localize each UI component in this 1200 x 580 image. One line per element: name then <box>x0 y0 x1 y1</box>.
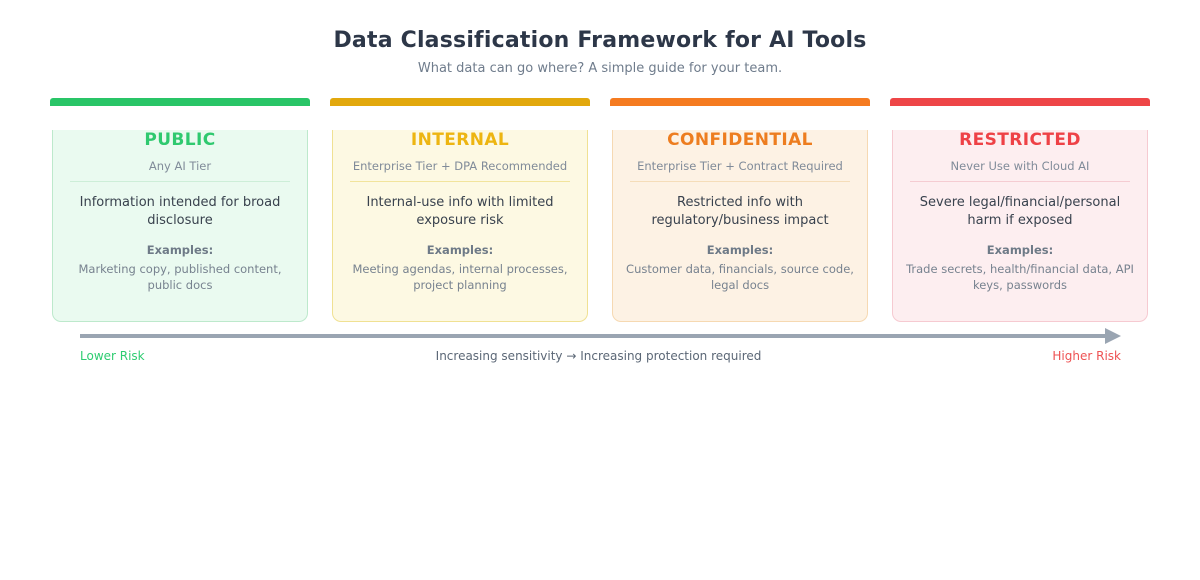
card-body: INTERNAL Enterprise Tier + DPA Recommend… <box>332 130 588 322</box>
card-tier-label: Any AI Tier <box>148 159 212 173</box>
page-title: Data Classification Framework for AI Too… <box>333 28 867 53</box>
card-examples: Marketing copy, published content, publi… <box>78 262 282 292</box>
card-tier-label: Enterprise Tier + Contract Required <box>637 159 843 173</box>
card-body: CONFIDENTIAL Enterprise Tier + Contract … <box>612 130 868 322</box>
arrow-right-icon <box>1105 328 1121 344</box>
risk-axis-line <box>80 334 1105 338</box>
card-accent-bar <box>330 98 590 106</box>
card-title: INTERNAL <box>410 130 510 150</box>
card-divider <box>70 181 290 182</box>
card-public: PUBLIC Any AI Tier Information intended … <box>50 98 310 322</box>
card-title: CONFIDENTIAL <box>667 130 813 150</box>
card-description: Severe legal/financial/personal harm if … <box>919 195 1121 228</box>
card-title: PUBLIC <box>144 130 216 150</box>
card-divider <box>350 181 570 182</box>
card-accent-bar <box>610 98 870 106</box>
card-description: Restricted info with regulatory/business… <box>651 195 829 228</box>
card-tier-label: Enterprise Tier + DPA Recommended <box>352 159 568 173</box>
card-examples: Trade secrets, health/financial data, AP… <box>906 262 1134 292</box>
card-examples-label: Examples: <box>706 243 774 257</box>
card-examples-label: Examples: <box>146 243 214 257</box>
page-subtitle: What data can go where? A simple guide f… <box>417 61 783 76</box>
card-examples-label: Examples: <box>426 243 494 257</box>
risk-axis-caption: Increasing sensitivity → Increasing prot… <box>435 349 762 363</box>
card-description: Internal-use info with limited exposure … <box>366 195 554 228</box>
card-restricted: RESTRICTED Never Use with Cloud AI Sever… <box>890 98 1150 322</box>
card-accent-bar <box>890 98 1150 106</box>
card-divider <box>630 181 850 182</box>
card-accent-bar <box>50 98 310 106</box>
card-description: Information intended for broad disclosur… <box>79 195 281 228</box>
risk-axis: Lower Risk Increasing sensitivity → Incr… <box>80 328 1121 364</box>
card-body: RESTRICTED Never Use with Cloud AI Sever… <box>892 130 1148 322</box>
lower-risk-label: Lower Risk <box>80 349 145 363</box>
card-body: PUBLIC Any AI Tier Information intended … <box>52 130 308 322</box>
card-examples: Customer data, financials, source code, … <box>626 262 854 292</box>
higher-risk-label: Higher Risk <box>1052 349 1121 363</box>
card-examples-label: Examples: <box>986 243 1054 257</box>
card-tier-label: Never Use with Cloud AI <box>950 159 1090 173</box>
risk-axis-labels: Lower Risk Increasing sensitivity → Incr… <box>80 349 1121 364</box>
card-examples: Meeting agendas, internal processes, pro… <box>352 262 568 292</box>
card-divider <box>910 181 1130 182</box>
card-internal: INTERNAL Enterprise Tier + DPA Recommend… <box>330 98 590 322</box>
card-title: RESTRICTED <box>959 130 1081 150</box>
risk-axis-track <box>80 328 1121 344</box>
card-confidential: CONFIDENTIAL Enterprise Tier + Contract … <box>610 98 870 322</box>
classification-cards: PUBLIC Any AI Tier Information intended … <box>50 98 1151 322</box>
